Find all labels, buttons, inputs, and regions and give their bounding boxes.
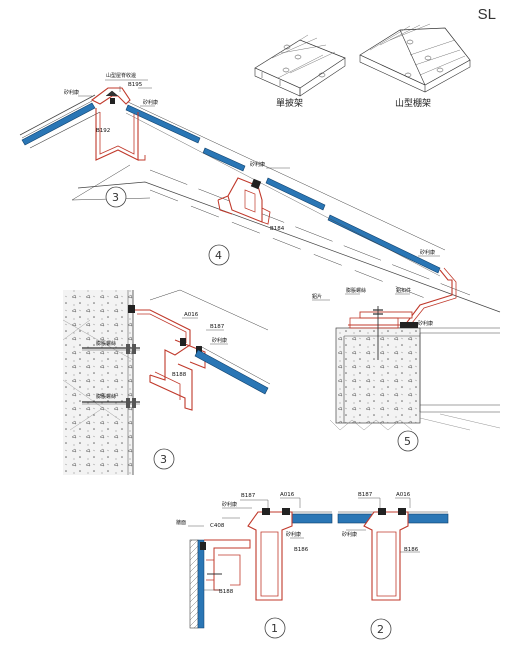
svg-text:3: 3 [160, 453, 167, 466]
svg-text:膨脹螺絲: 膨脹螺絲 [346, 287, 366, 294]
gable-caption: 山型棚架 [395, 97, 431, 109]
wall-junction-detail: 膨脹螺絲 膨脹螺絲 A016 B187 矽利康 B188 3 [62, 289, 271, 475]
detail-callout-3-wall: 3 [153, 448, 175, 470]
profile-c408-d1: C408 [210, 523, 225, 529]
profile-b186-d1: B186 [294, 547, 309, 553]
profile-b187-wall: B187 [210, 324, 225, 330]
svg-text:矽利康: 矽利康 [342, 531, 357, 538]
eave-wall-detail: 膨脹螺絲 鋁扣件 鋁片 矽利康 5 [312, 287, 501, 452]
profile-b187-d1: B187 [241, 493, 256, 499]
profile-b192: B192 [96, 128, 110, 134]
gable-thumbnail: 山型棚架 [359, 23, 471, 109]
detail-callout-2: 2 [370, 618, 392, 640]
detail-callout-5: 5 [397, 430, 419, 452]
profile-a016-d2: A016 [396, 492, 411, 498]
svg-text:3: 3 [112, 191, 119, 204]
sheet-code: SL [477, 6, 496, 23]
svg-text:山型屋脊收邊: 山型屋脊收邊 [106, 72, 136, 79]
svg-text:鋁扣件: 鋁扣件 [396, 287, 411, 294]
svg-text:4: 4 [215, 249, 222, 262]
svg-text:5: 5 [404, 435, 411, 448]
single-slope-caption: 單披架 [276, 97, 303, 109]
purlin-detail-1: B187 A016 矽利康 矽利康 牆面 C408 B186 B188 1 [176, 492, 333, 639]
svg-text:矽利康: 矽利康 [250, 161, 265, 168]
svg-text:膨脹螺絲: 膨脹螺絲 [96, 393, 116, 400]
svg-text:膨脹螺絲: 膨脹螺絲 [96, 340, 116, 347]
single-slope-thumbnail: 單披架 [254, 34, 346, 109]
purlin-detail-2: B187 A016 矽利康 B186 2 [337, 492, 449, 640]
svg-text:牆面: 牆面 [176, 519, 186, 526]
detail-callout-3-top: 3 [105, 186, 127, 208]
profile-b184: B184 [270, 226, 285, 232]
profile-a016-wall: A016 [184, 312, 199, 318]
ridge-section: 山型屋脊收邊 矽利康 矽利康 B195 B192 矽利康 B184 矽利康 3 … [19, 72, 501, 329]
profile-b195: B195 [128, 82, 143, 88]
svg-text:矽利康: 矽利康 [64, 89, 79, 96]
profile-b186-d2: B186 [404, 547, 419, 553]
svg-text:2: 2 [377, 623, 384, 636]
svg-text:1: 1 [271, 622, 278, 635]
profile-a016-d1: A016 [280, 492, 295, 498]
svg-text:矽利康: 矽利康 [418, 320, 433, 327]
profile-b187-d2: B187 [358, 492, 373, 498]
detail-callout-4: 4 [208, 244, 230, 266]
detail-callout-1: 1 [264, 617, 286, 639]
svg-text:矽利康: 矽利康 [286, 531, 301, 538]
svg-text:矽利康: 矽利康 [212, 337, 227, 344]
svg-text:矽利康: 矽利康 [420, 249, 435, 256]
svg-text:矽利康: 矽利康 [222, 501, 237, 508]
profile-b188-d1: B188 [219, 589, 234, 595]
svg-text:矽利康: 矽利康 [143, 99, 158, 106]
svg-text:鋁片: 鋁片 [312, 293, 322, 300]
profile-b188-wall: B188 [172, 372, 187, 378]
